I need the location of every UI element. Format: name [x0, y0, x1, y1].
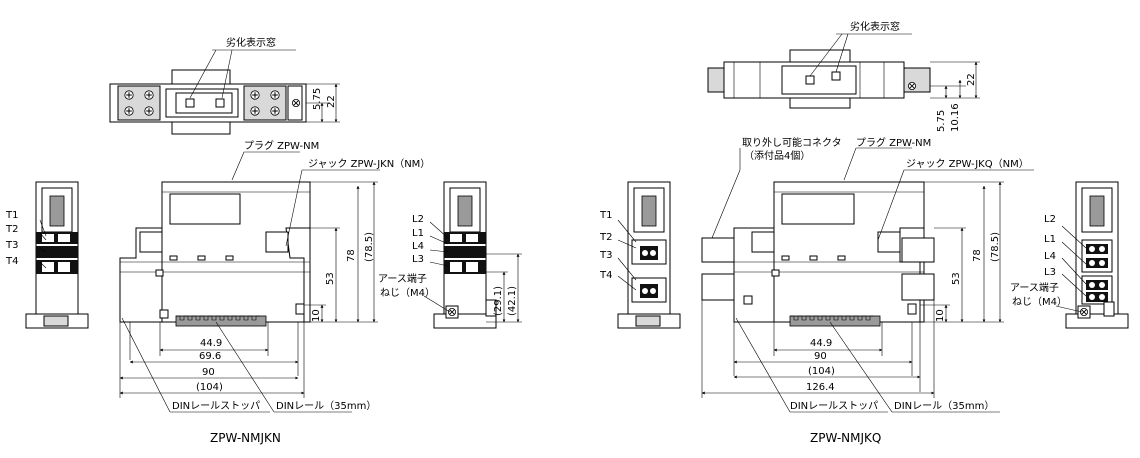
right-model-name: ZPW-NMJKQ	[810, 431, 881, 445]
right-right-side-view	[1055, 181, 1129, 329]
right-dim-90: 90	[814, 351, 827, 362]
right-dim-53: 53	[951, 272, 962, 285]
left-din-rail-label: DINレール（35mm）	[276, 400, 376, 412]
right-plug-label: プラグ ZPW-NM	[856, 136, 931, 149]
left-dim-44-9: 44.9	[200, 338, 222, 349]
right-front-view	[701, 147, 1034, 413]
right-earth-label: アース端子	[1010, 281, 1059, 294]
right-dim-78-5: (78.5)	[990, 232, 1001, 262]
right-dim-22: 22	[966, 73, 977, 86]
left-right-side-view	[423, 181, 522, 329]
right-t3-label: T3	[599, 250, 612, 261]
left-dim-78-5: (78.5)	[364, 232, 375, 262]
right-t2-label: T2	[599, 232, 612, 243]
right-dim-126-4: 126.4	[806, 382, 835, 393]
left-l3-label: L3	[412, 254, 424, 265]
right-dim-10-16: 10.16	[950, 103, 961, 132]
right-l4-label: L4	[1044, 251, 1056, 262]
right-dim-78: 78	[972, 249, 983, 262]
right-top-view	[707, 33, 980, 109]
right-dim-44-9: 44.9	[810, 338, 832, 349]
left-plug-label: プラグ ZPW-NM	[244, 139, 319, 152]
left-dim-22: 22	[326, 95, 337, 108]
left-side-view	[25, 181, 89, 329]
left-t4-label: T4	[5, 256, 18, 267]
left-dim-42-1: (42.1)	[507, 286, 518, 316]
right-screw-label: ねじ（M4）	[1012, 296, 1067, 308]
left-l4-label: L4	[412, 241, 424, 252]
right-dim-10: 10	[935, 309, 946, 322]
right-l2-label: L2	[1044, 214, 1056, 225]
right-connector-label-1: 取り外し可能コネクタ	[742, 136, 842, 149]
right-t4-label: T4	[599, 270, 612, 281]
left-dim-10: 10	[311, 309, 322, 322]
right-din-rail-label: DINレール（35mm）	[894, 400, 994, 412]
left-t1-label: T1	[5, 210, 18, 221]
right-left-side-view	[617, 181, 681, 329]
left-l1-label: L1	[412, 228, 424, 239]
left-dim-29-1: (29.1)	[493, 286, 504, 316]
left-front-view	[119, 151, 380, 413]
right-l3-label: L3	[1044, 267, 1056, 278]
right-jack-label: ジャック ZPW-JKQ（NM）	[906, 158, 1029, 170]
left-dim-53: 53	[325, 272, 336, 285]
left-t2-label: T2	[5, 224, 18, 235]
right-dim-5-75: 5.75	[936, 110, 947, 132]
left-top-view	[109, 49, 340, 135]
left-dim-78: 78	[346, 249, 357, 262]
left-earth-label: アース端子	[378, 272, 427, 285]
left-dim-5-75: 5.75	[312, 88, 323, 110]
right-t1-label: T1	[599, 210, 612, 221]
left-dim-104: (104)	[196, 382, 223, 393]
left-t3-label: T3	[5, 240, 18, 251]
left-din-stopper-label: DINレールストッパ	[172, 400, 260, 412]
right-connector-label-2: （添付品4個）	[744, 149, 810, 162]
right-l1-label: L1	[1044, 234, 1056, 245]
left-l2-label: L2	[412, 214, 424, 225]
left-window-label: 劣化表示窓	[226, 36, 276, 49]
right-din-stopper-label: DINレールストッパ	[790, 400, 878, 412]
left-screw-label: ねじ（M4）	[380, 287, 435, 299]
left-dim-69-6: 69.6	[199, 351, 221, 362]
right-window-label: 劣化表示窓	[850, 20, 900, 33]
left-dim-90: 90	[202, 367, 215, 378]
left-jack-label: ジャック ZPW-JKN（NM）	[308, 158, 430, 170]
left-model-name: ZPW-NMJKN	[210, 431, 281, 445]
right-dim-104: (104)	[808, 366, 835, 377]
